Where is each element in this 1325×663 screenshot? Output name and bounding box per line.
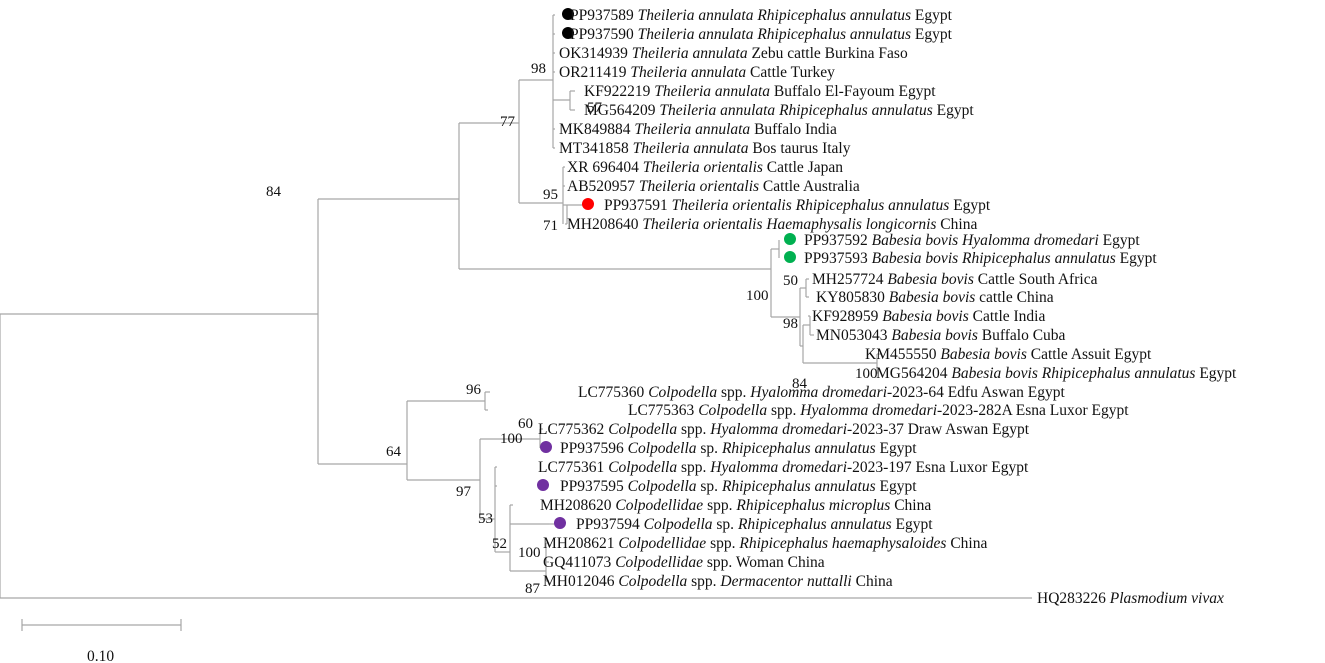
bootstrap-value: 50 <box>783 273 798 289</box>
taxon-label: OK314939 Theileria annulata Zebu cattle … <box>559 45 908 62</box>
taxon-label: MN053043 Babesia bovis Buffalo Cuba <box>816 327 1066 344</box>
taxon-label: PP937595 Colpodella sp. Rhipicephalus an… <box>560 478 917 495</box>
bootstrap-value: 87 <box>525 581 541 597</box>
taxon-label: OR211419 Theileria annulata Cattle Turke… <box>559 64 835 81</box>
taxon-label: MH208621 Colpodellidae spp. Rhipicephalu… <box>543 535 987 552</box>
bootstrap-value: 84 <box>792 376 808 392</box>
taxon-label: PP937593 Babesia bovis Rhipicephalus ann… <box>804 250 1157 267</box>
taxon-marker-black <box>562 27 574 39</box>
bootstrap-value: 98 <box>783 316 798 332</box>
bootstrap-value: 100 <box>518 545 541 561</box>
bootstrap-value: 64 <box>386 444 402 460</box>
taxon-label: PP937590 Theileria annulata Rhipicephalu… <box>570 26 953 43</box>
bootstrap-value: 84 <box>266 184 282 200</box>
taxon-label: PP937589 Theileria annulata Rhipicephalu… <box>570 7 953 24</box>
taxon-marker-green <box>784 251 796 263</box>
bootstrap-value: 57 <box>587 100 603 116</box>
bootstrap-value: 96 <box>466 382 482 398</box>
taxon-label: MK849884 Theileria annulata Buffalo Indi… <box>559 121 837 138</box>
bootstrap-value: 100 <box>855 366 878 382</box>
bootstrap-value: 77 <box>500 114 516 130</box>
taxon-marker-black <box>562 8 574 20</box>
taxon-label: KF922219 Theileria annulata Buffalo El-F… <box>584 83 936 100</box>
bootstrap-value: 60 <box>518 416 533 432</box>
taxon-label: MT341858 Theileria annulata Bos taurus I… <box>559 140 851 157</box>
bootstrap-value: 52 <box>492 536 507 552</box>
taxon-label: PP937594 Colpodella sp. Rhipicephalus an… <box>576 516 933 533</box>
taxon-label: MH208640 Theileria orientalis Haemaphysa… <box>567 216 977 233</box>
taxon-label: LC775361 Colpodella spp. Hyalomma dromed… <box>538 459 1029 476</box>
scale-bar: 0.10 <box>21 619 182 663</box>
bootstrap-value: 98 <box>531 61 546 77</box>
taxon-label: PP937596 Colpodella sp. Rhipicephalus an… <box>560 440 917 457</box>
taxon-label: MG564204 Babesia bovis Rhipicephalus ann… <box>876 365 1237 382</box>
taxon-label: KF928959 Babesia bovis Cattle India <box>812 308 1045 325</box>
taxon-label: GQ411073 Colpodellidae spp. Woman China <box>543 554 825 571</box>
bootstrap-value: 100 <box>500 431 523 447</box>
bootstrap-value: 97 <box>456 484 472 500</box>
taxon-marker-purple <box>537 479 549 491</box>
bootstrap-value: 71 <box>543 218 558 234</box>
taxon-label: KM455550 Babesia bovis Cattle Assuit Egy… <box>865 346 1152 363</box>
taxon-label: XR 696404 Theileria orientalis Cattle Ja… <box>567 159 843 176</box>
taxon-markers <box>537 8 796 529</box>
taxon-marker-green <box>784 233 796 245</box>
taxon-label: LC775362 Colpodella spp. Hyalomma dromed… <box>538 421 1030 438</box>
scale-bar-label: 0.10 <box>87 648 114 663</box>
tree-branches <box>0 14 1032 599</box>
bootstrap-value: 95 <box>543 187 558 203</box>
taxon-label: MH012046 Colpodella spp. Dermacentor nut… <box>543 573 893 590</box>
taxon-label: MH208620 Colpodellidae spp. Rhipicephalu… <box>540 497 931 514</box>
taxon-label: HQ283226 Plasmodium vivax <box>1037 590 1224 607</box>
taxon-label: LC775360 Colpodella spp. Hyalomma dromed… <box>578 384 1066 401</box>
taxon-labels: PP937589 Theileria annulata Rhipicephalu… <box>538 7 1237 607</box>
bootstrap-value: 100 <box>746 288 769 304</box>
taxon-label: KY805830 Babesia bovis cattle China <box>816 289 1054 306</box>
taxon-label: LC775363 Colpodella spp. Hyalomma dromed… <box>628 402 1129 419</box>
taxon-marker-purple <box>540 441 552 453</box>
taxon-label: MG564209 Theileria annulata Rhipicephalu… <box>584 102 974 119</box>
taxon-label: AB520957 Theileria orientalis Cattle Aus… <box>567 178 860 195</box>
taxon-label: MH257724 Babesia bovis Cattle South Afri… <box>812 271 1098 288</box>
taxon-marker-purple <box>554 517 566 529</box>
taxon-label: PP937591 Theileria orientalis Rhipicepha… <box>604 197 991 214</box>
bootstrap-value: 53 <box>478 511 493 527</box>
taxon-label: PP937592 Babesia bovis Hyalomma dromedar… <box>804 232 1140 249</box>
taxon-marker-red <box>582 198 594 210</box>
